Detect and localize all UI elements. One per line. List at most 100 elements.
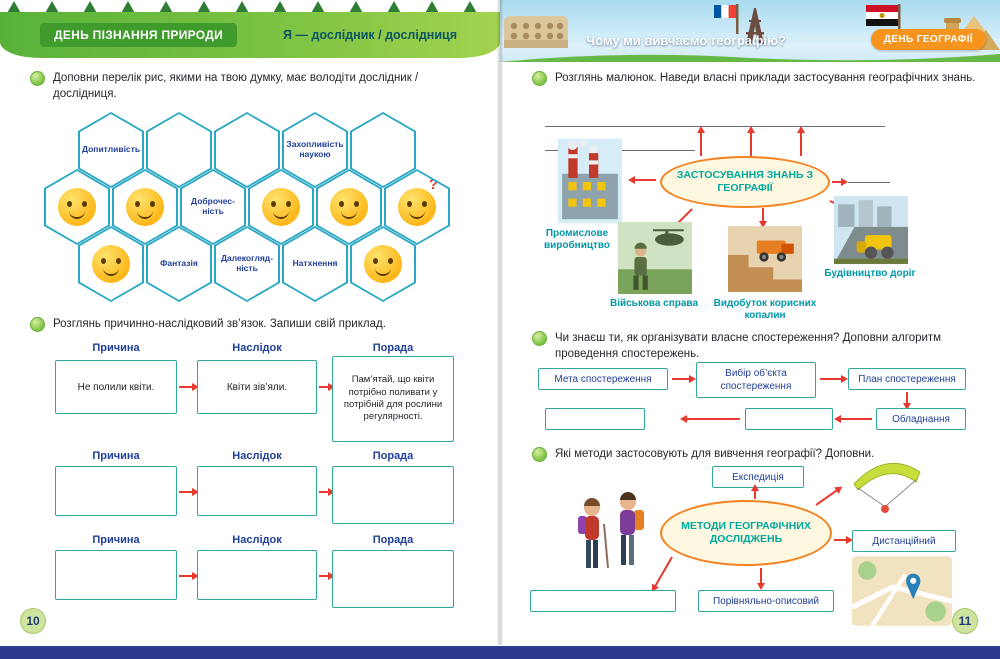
step-input-box[interactable] — [545, 408, 645, 430]
column-header-advice: Порада — [372, 450, 414, 462]
column-header-cause: Причина — [92, 450, 140, 462]
task-bullet-icon — [532, 331, 547, 346]
arrow-right-icon — [319, 487, 335, 496]
arrow-down-icon — [758, 208, 767, 228]
task-bullet-icon — [30, 317, 45, 332]
hex-emoji — [112, 169, 178, 245]
arrow-left-icon — [680, 414, 740, 423]
column-header-cause: Причина — [92, 534, 140, 546]
column-header-cause: Причина — [92, 342, 140, 354]
smiley-writer-icon — [58, 188, 96, 226]
arrow-right-icon — [179, 382, 199, 391]
method-input-box[interactable] — [530, 590, 676, 612]
hex-trait: Далекогляд-ність — [214, 226, 280, 302]
hex-trait: Захопливість наукою — [282, 112, 348, 188]
military-illustration — [618, 222, 692, 294]
label-military: Військова справа — [609, 298, 699, 309]
eiffel-tower-icon — [746, 8, 764, 44]
arrow-diagonal-icon — [815, 489, 838, 506]
column-header-effect: Наслідок — [232, 342, 282, 354]
hex-emoji — [44, 169, 110, 245]
map-illustration — [852, 556, 952, 626]
column-header-effect: Наслідок — [232, 450, 282, 462]
geography-methods-oval: МЕТОДИ ГЕОГРАФІЧНИХ ДОСЛІДЖЕНЬ — [660, 500, 832, 566]
step-plan-box: План спостереження — [848, 368, 966, 390]
arrow-left-icon — [834, 414, 872, 423]
arrow-right-icon — [834, 535, 853, 544]
step-object-box: Вибір об’єкта спостереження — [696, 362, 816, 398]
arrow-up-icon — [796, 126, 805, 156]
advice-box: Пам’ятай, що квіти потрібно поливати у п… — [332, 356, 454, 442]
hex-emoji — [316, 169, 382, 245]
label-industry: Промислове виробництво — [543, 228, 611, 251]
task-bullet-icon — [532, 447, 547, 462]
arrow-up-icon — [696, 126, 705, 156]
smiley-idea-icon — [364, 245, 402, 283]
page-right: Чому ми вивчаємо географію? ДЕНЬ ГЕОГРАФ… — [500, 0, 1000, 645]
hikers-illustration — [578, 492, 644, 569]
arrow-up-icon — [750, 484, 759, 499]
arrow-right-icon — [319, 571, 335, 580]
arrow-right-icon — [820, 374, 848, 383]
cause-box: Не полили квіти. — [55, 360, 177, 414]
hex-trait: Допитливість — [78, 112, 144, 188]
hex-label: Фантазія — [160, 258, 198, 269]
step-goal-box: Мета спостереження — [538, 368, 668, 390]
mining-illustration — [728, 226, 802, 292]
method-remote-box: Дистанційний — [852, 530, 956, 552]
paraglider-illustration — [853, 463, 921, 513]
smiley-face-icon — [126, 188, 164, 226]
smiley-thinking-icon — [398, 188, 436, 226]
right-header: Чому ми вивчаємо географію? ДЕНЬ ГЕОГРАФ… — [500, 0, 1000, 62]
right-task1-instruction: Розглянь малюнок. Наведи власні приклади… — [532, 70, 977, 86]
label-mining: Видобуток корисних копалин — [713, 298, 817, 321]
question-mark-icon: ? — [428, 176, 438, 193]
hex-label: Захопливість наукою — [286, 139, 344, 159]
left-header-subtitle: Я — дослідник / дослідниця — [283, 28, 457, 42]
step-input-box[interactable] — [745, 408, 833, 430]
knowledge-application-oval: ЗАСТОСУВАННЯ ЗНАНЬ З ГЕОГРАФІЇ — [660, 156, 830, 208]
arrow-up-icon — [746, 126, 755, 156]
arrow-left-icon — [628, 175, 656, 184]
right-task3-instruction: Які методи застосовують для вивчення гео… — [532, 446, 980, 462]
hex-emoji-question: ? — [384, 169, 450, 245]
page-left: ДЕНЬ ПІЗНАННЯ ПРИРОДИ Я — дослідник / до… — [0, 0, 500, 645]
colosseum-icon — [504, 16, 568, 48]
hex-label: Доброчес-ність — [191, 196, 235, 216]
column-header-advice: Порада — [372, 342, 414, 354]
hex-empty[interactable] — [214, 112, 280, 188]
advice-input-box[interactable] — [332, 466, 454, 524]
answer-line[interactable] — [545, 126, 885, 127]
task-bullet-icon — [532, 71, 547, 86]
effect-input-box[interactable] — [197, 466, 317, 516]
page-spine — [497, 0, 503, 645]
arrow-right-icon — [179, 487, 199, 496]
road-construction-illustration — [834, 196, 908, 264]
hex-emoji — [248, 169, 314, 245]
method-comparative-box: Порівняльно-описовий — [698, 590, 834, 612]
right-header-title: Чому ми вивчаємо географію? — [586, 33, 787, 48]
hex-trait: Доброчес-ність — [180, 169, 246, 245]
effect-input-box[interactable] — [197, 550, 317, 600]
advice-input-box[interactable] — [332, 550, 454, 608]
french-flag-icon — [714, 4, 739, 34]
hex-trait: Фантазія — [146, 226, 212, 302]
cause-input-box[interactable] — [55, 466, 177, 516]
hex-empty[interactable] — [146, 112, 212, 188]
smiley-graduate-icon — [92, 245, 130, 283]
label-roads: Будівництво доріг — [824, 268, 916, 279]
hex-label: Допитливість — [81, 144, 141, 155]
day-badge: ДЕНЬ ГЕОГРАФІЇ — [870, 29, 986, 50]
smiley-magnifier-icon — [262, 188, 300, 226]
arrow-right-icon — [672, 374, 696, 383]
hex-label: Натхнення — [292, 258, 338, 269]
hex-empty[interactable] — [350, 112, 416, 188]
cause-input-box[interactable] — [55, 550, 177, 600]
hex-label: Далекогляд-ність — [220, 253, 274, 273]
left-task1-instruction: Доповни перелік рис, якими на твою думку… — [30, 70, 478, 102]
answer-line[interactable] — [848, 182, 890, 183]
arrow-down-icon — [756, 568, 765, 590]
arrow-right-icon — [319, 382, 335, 391]
footer-strip — [0, 646, 1000, 659]
